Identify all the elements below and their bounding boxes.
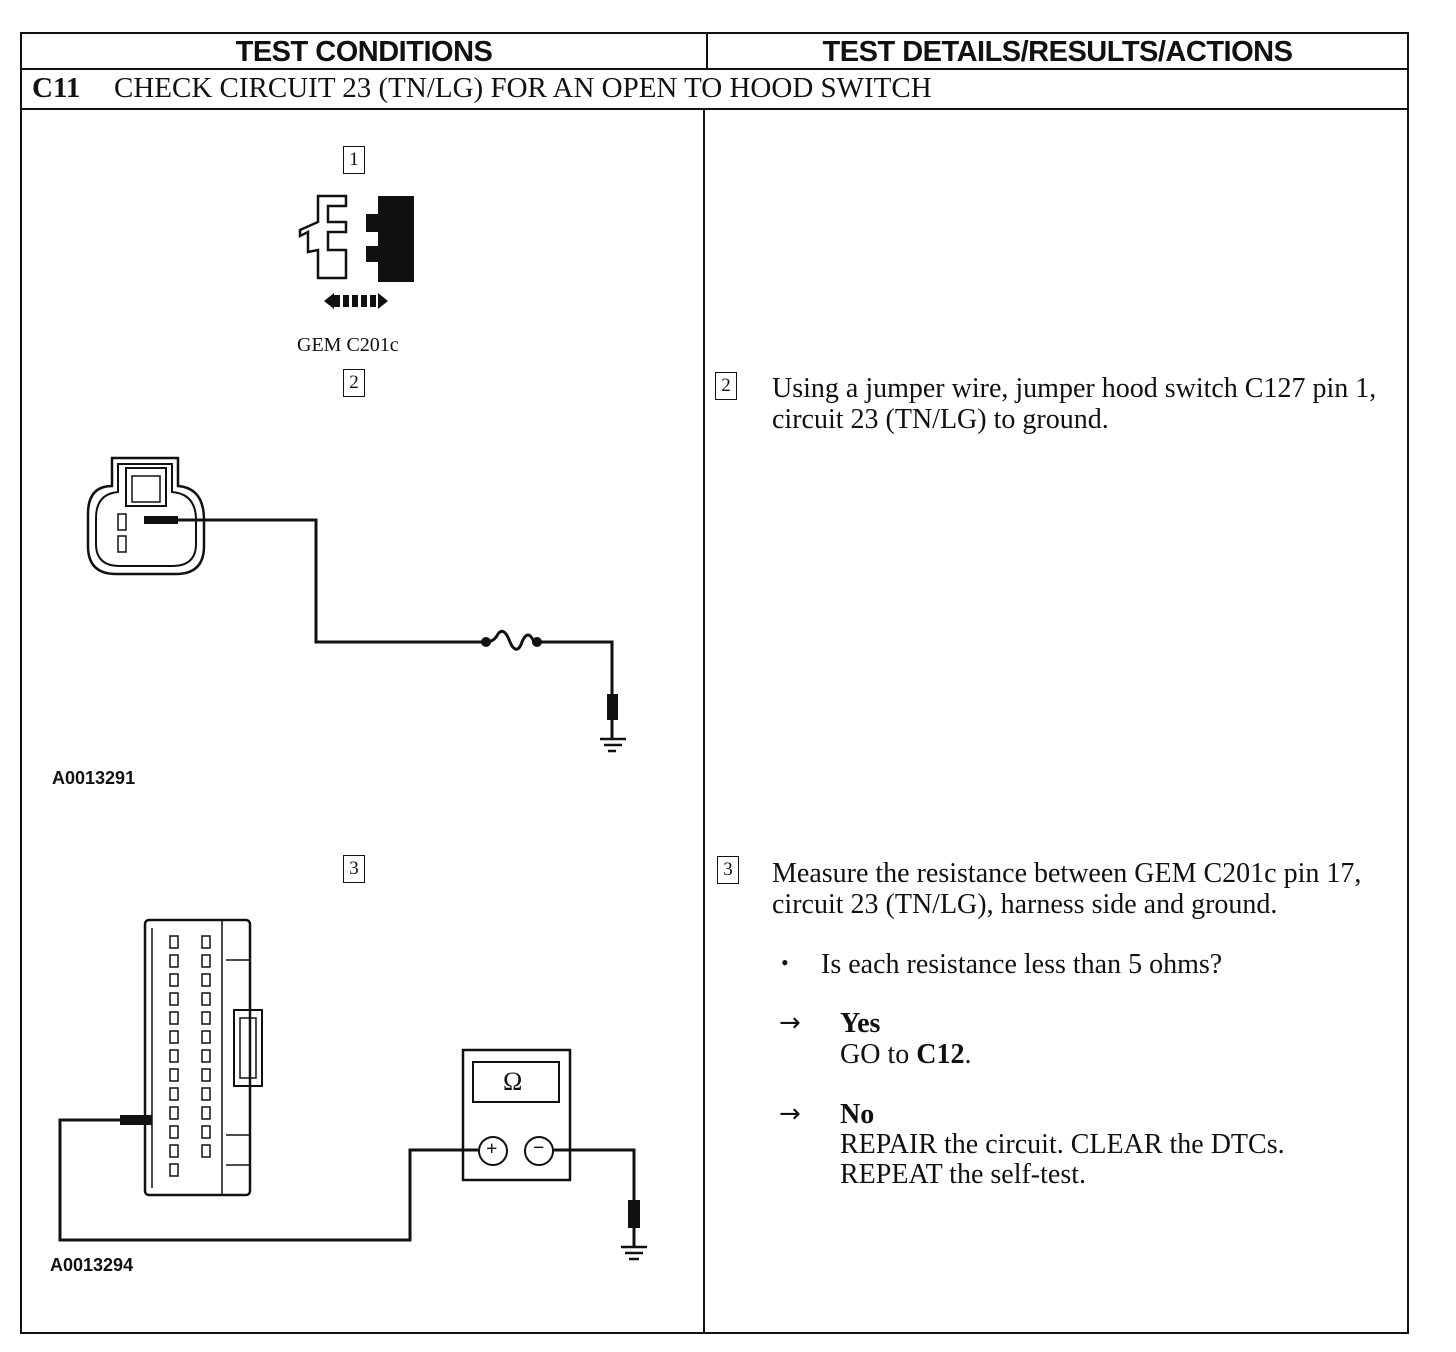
answer-yes-action: GO to C12. (840, 1039, 971, 1070)
answer-yes-action-prefix: GO to (840, 1039, 917, 1070)
figure-1-id: A0013291 (52, 768, 136, 788)
no-arrow-icon: → (779, 1099, 801, 1129)
step-2-text: Using a jumper wire, jumper hood switch … (772, 373, 1377, 435)
meter-plus-icon: + (486, 1138, 498, 1160)
step-2-figure-number-box: 2 (343, 369, 365, 397)
step-3-number-box: 3 (717, 856, 739, 884)
test-id: C11 (32, 72, 81, 104)
step-2-number-box: 2 (715, 372, 737, 400)
answer-no-label: No (840, 1099, 875, 1130)
meter-minus-icon: − (533, 1137, 545, 1159)
test-title: CHECK CIRCUIT 23 (TN/LG) FOR AN OPEN TO … (114, 72, 932, 104)
test-sheet: TEST CONDITIONS TEST DETAILS/RESULTS/ACT… (20, 32, 1409, 1334)
ohm-symbol: Ω (503, 1067, 523, 1096)
answer-yes-action-suffix: . (964, 1039, 972, 1070)
question-text: Is each resistance less than 5 ohms? (821, 949, 1223, 980)
header-divider (706, 34, 708, 68)
question-bullet: • (781, 950, 789, 975)
step-3-figure-number-box: 3 (343, 855, 365, 883)
test-details-header: TEST DETAILS/RESULTS/ACTIONS (822, 36, 1293, 68)
step-1-number-box: 1 (343, 146, 365, 174)
connector-label: GEM C201c (297, 334, 399, 356)
step-3-text: Measure the resistance between GEM C201c… (772, 858, 1362, 920)
column-divider (703, 110, 705, 1332)
yes-arrow-icon: → (779, 1008, 801, 1038)
answer-yes-label: Yes (840, 1008, 881, 1039)
test-conditions-header: TEST CONDITIONS (235, 36, 493, 68)
header-row: TEST CONDITIONS TEST DETAILS/RESULTS/ACT… (22, 34, 1407, 70)
figure-2-id: A0013294 (50, 1255, 134, 1275)
answer-yes-target[interactable]: C12 (916, 1039, 965, 1070)
answer-no-action-line-1: REPAIR the circuit. CLEAR the DTCs. (840, 1129, 1285, 1160)
answer-no-action-line-2: REPEAT the self-test. (840, 1159, 1087, 1190)
test-title-row: C11 CHECK CIRCUIT 23 (TN/LG) FOR AN OPEN… (22, 68, 1407, 110)
